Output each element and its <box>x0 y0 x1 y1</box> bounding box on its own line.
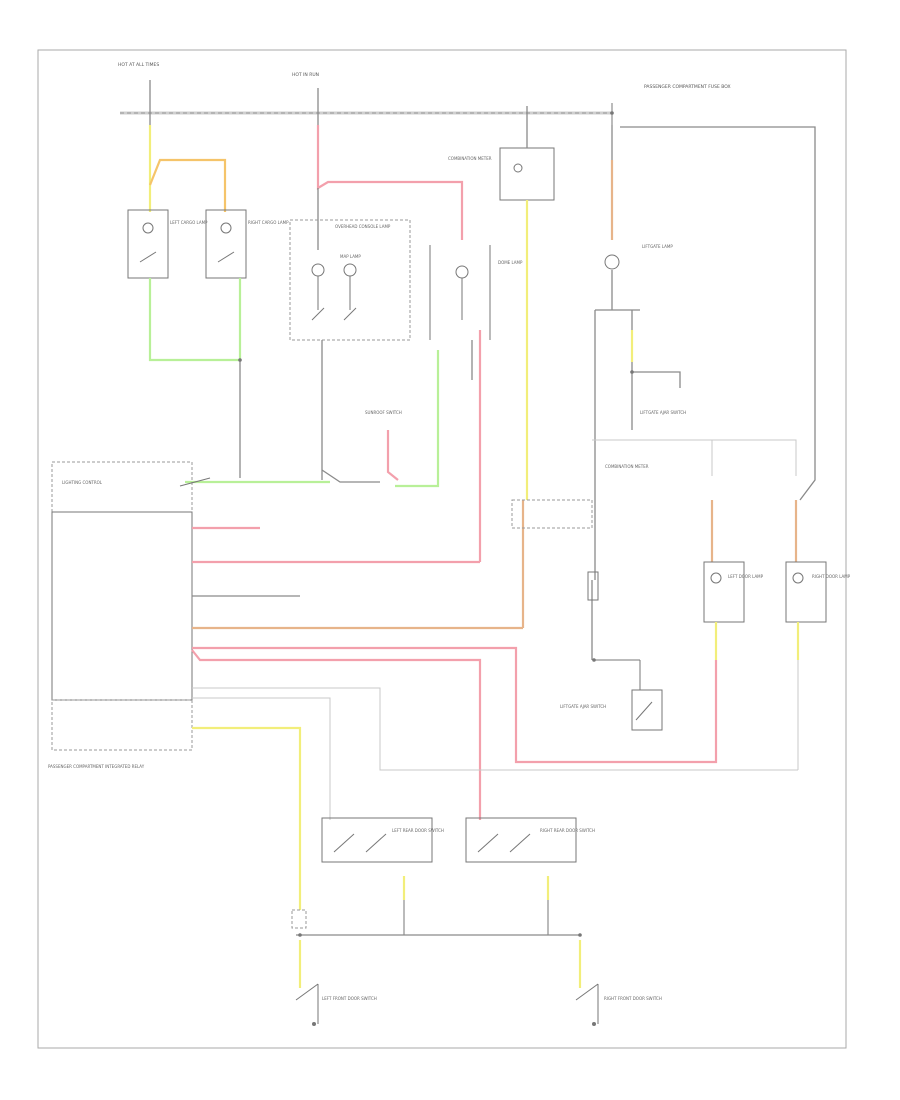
map-lamp: MAP LAMP <box>311 254 361 321</box>
wire-module-5b <box>192 646 718 764</box>
svg-text:RIGHT CARGO LAMP: RIGHT CARGO LAMP <box>248 220 289 225</box>
wire-right-grey <box>620 126 816 501</box>
wire-liftgate-split <box>594 309 640 580</box>
svg-text:LEFT DOOR LAMP: LEFT DOOR LAMP <box>728 574 764 579</box>
node-2 <box>610 111 614 115</box>
wire-module-8 <box>192 726 302 910</box>
meter-switch <box>587 571 599 601</box>
wire-dome-green <box>395 350 440 488</box>
meter-block-dash <box>511 499 593 529</box>
node-3 <box>630 370 634 374</box>
label-liftgate-lamp: LIFTGATE LAMP <box>642 244 673 249</box>
right-cargo-lamp: RIGHT CARGO LAMP <box>205 209 289 279</box>
diagram-frame <box>37 49 847 1049</box>
node-6 <box>578 933 582 937</box>
wire-module-7 <box>192 697 331 820</box>
node-1 <box>238 358 242 362</box>
left-cargo-lamp: LEFT CARGO LAMP <box>127 209 208 279</box>
wire-door-lamp-grey <box>592 439 797 476</box>
wire-module-6 <box>192 687 798 771</box>
wire-sunroof-red <box>386 430 399 481</box>
left-front-door-switch: LEFT FRONT DOOR SWITCH <box>295 983 377 1026</box>
bottom-splice-left <box>291 909 307 929</box>
label-combination-meter: COMBINATION METER <box>448 156 492 161</box>
control-module <box>51 511 193 751</box>
label-liftgate-switch: LIFTGATE AJAR SWITCH <box>640 410 686 415</box>
label-top-mid-fuse: HOT IN RUN <box>292 72 319 78</box>
wire-map-junction <box>321 469 380 483</box>
label-control-module: PASSENGER COMPARTMENT INTEGRATED RELAY <box>48 764 145 769</box>
left-door-lamp: LEFT DOOR LAMP <box>703 500 764 660</box>
liftgate-bulb <box>604 254 620 270</box>
node-5 <box>298 933 302 937</box>
left-rear-door-switch: LEFT REAR DOOR SWITCH <box>321 817 444 935</box>
svg-text:DOME LAMP: DOME LAMP <box>498 260 523 265</box>
svg-text:RIGHT DOOR LAMP: RIGHT DOOR LAMP <box>812 574 851 579</box>
label-meter-block: COMBINATION METER <box>605 464 649 469</box>
liftgate-ajar-switch: LIFTGATE AJAR SWITCH <box>560 659 663 731</box>
overhead-lamp-box <box>289 219 411 341</box>
node-4 <box>592 658 596 662</box>
wire-liftgate-switch <box>631 362 681 430</box>
label-overhead-lamp: OVERHEAD CONSOLE LAMP <box>335 224 391 229</box>
wire-cargo-green <box>148 278 242 362</box>
right-door-lamp: RIGHT DOOR LAMP <box>785 500 851 660</box>
svg-text:RIGHT REAR DOOR SWITCH: RIGHT REAR DOOR SWITCH <box>540 828 595 833</box>
combination-meter-box <box>499 147 555 201</box>
right-rear-door-switch: RIGHT REAR DOOR SWITCH <box>465 817 595 935</box>
wire-module-5a <box>191 649 482 820</box>
svg-text:RIGHT FRONT DOOR SWITCH: RIGHT FRONT DOOR SWITCH <box>604 996 662 1001</box>
wire-left-fuse-orange <box>148 158 227 212</box>
svg-text:LIFTGATE AJAR SWITCH: LIFTGATE AJAR SWITCH <box>560 704 606 709</box>
svg-text:MAP LAMP: MAP LAMP <box>340 254 361 259</box>
lighting-control-switch <box>179 477 211 487</box>
meter-bulb <box>513 163 523 173</box>
svg-text:LEFT REAR DOOR SWITCH: LEFT REAR DOOR SWITCH <box>392 828 444 833</box>
label-lighting-control: LIGHTING CONTROL <box>62 480 103 485</box>
label-top-left-fuse: HOT AT ALL TIMES <box>118 62 159 68</box>
svg-text:LEFT FRONT DOOR SWITCH: LEFT FRONT DOOR SWITCH <box>322 996 377 1001</box>
svg-text:LEFT CARGO LAMP: LEFT CARGO LAMP <box>170 220 208 225</box>
wire-mid-fuse-red <box>316 125 464 240</box>
right-front-door-switch: RIGHT FRONT DOOR SWITCH <box>575 983 662 1026</box>
label-sunroof: SUNROOF SWITCH <box>365 410 402 415</box>
label-top-right-block: PASSENGER COMPARTMENT FUSE BOX <box>644 84 731 90</box>
dome-lamp: DOME LAMP <box>429 245 523 340</box>
lighting-control-box <box>51 461 193 513</box>
